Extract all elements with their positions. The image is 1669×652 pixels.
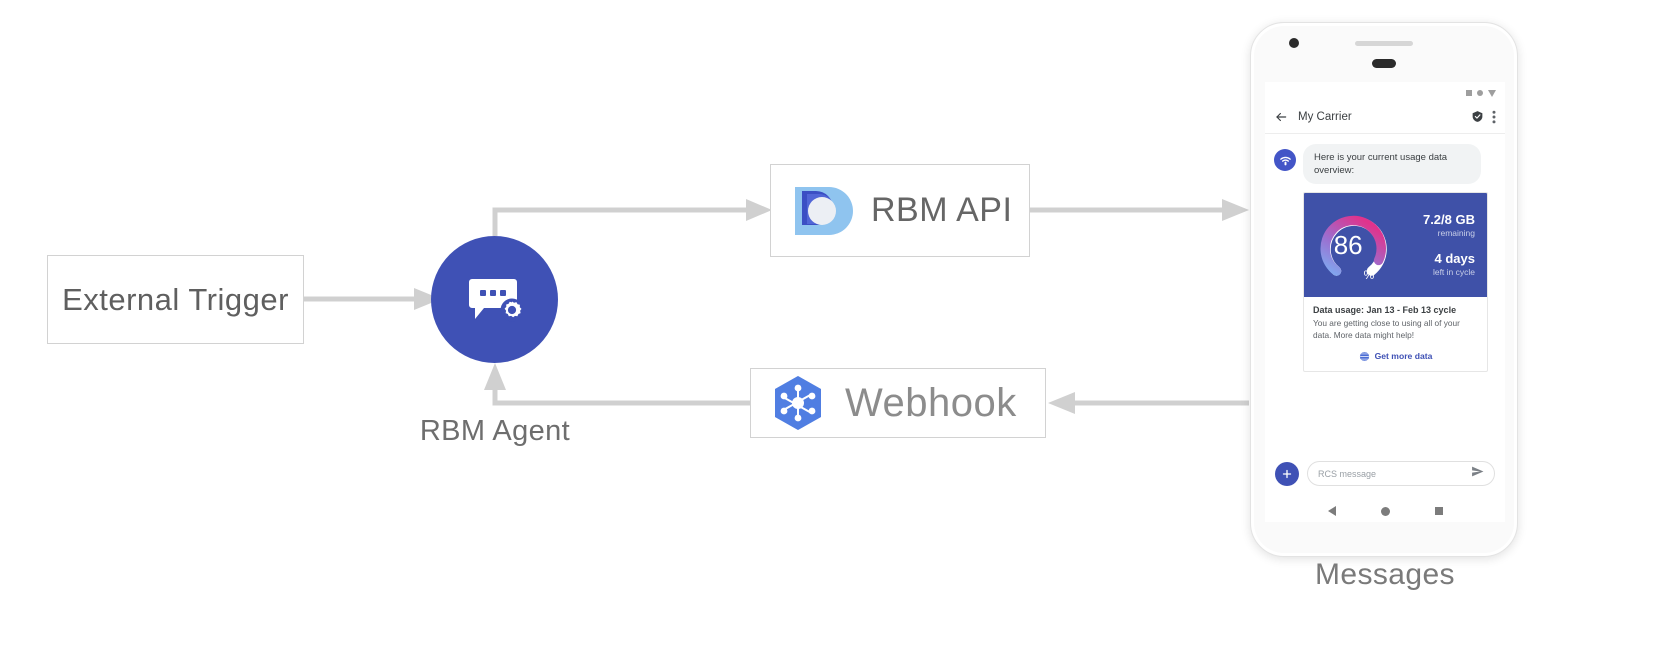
avatar: [1274, 149, 1296, 171]
incoming-message-row: Here is your current usage data overview…: [1274, 144, 1496, 185]
back-arrow-icon[interactable]: [1274, 110, 1288, 124]
square-icon: [1466, 90, 1472, 96]
days-left-label: left in cycle: [1432, 266, 1475, 277]
rich-card-title: Data usage: Jan 13 - Feb 13 cycle: [1313, 305, 1457, 316]
app-bar-title: My Carrier: [1298, 110, 1352, 123]
android-nav-bar: [1265, 506, 1505, 516]
phone-sensor: [1372, 59, 1396, 68]
rbm-api-label: RBM API: [871, 191, 1013, 229]
rbm-agent-label: RBM Agent: [419, 415, 571, 447]
external-trigger-node[interactable]: External Trigger: [47, 255, 304, 344]
webhook-label: Webhook: [845, 380, 1017, 425]
globe-icon: [1358, 351, 1370, 362]
phone-mockup: My Carrier: [1250, 22, 1518, 557]
rich-card-body: Data usage: Jan 13 - Feb 13 cycle You ar…: [1304, 297, 1487, 371]
phone-screen: My Carrier: [1265, 82, 1505, 522]
usage-panel: 86 % 7.2/8 GB remaining 4 days left in c…: [1304, 193, 1487, 298]
external-trigger-label: External Trigger: [62, 281, 289, 317]
rbm-api-node[interactable]: RBM API: [770, 164, 1030, 257]
get-more-data-button[interactable]: Get more data: [1313, 351, 1478, 362]
rich-card[interactable]: 86 % 7.2/8 GB remaining 4 days left in c…: [1303, 192, 1488, 372]
phone-camera-icon: [1289, 38, 1299, 48]
conversation-area: Here is your current usage data overview…: [1265, 134, 1505, 372]
usage-stats: 7.2/8 GB remaining 4 days left in cycle: [1400, 211, 1477, 278]
chat-gear-icon: [468, 278, 523, 321]
rcs-message-placeholder: RCS message: [1318, 468, 1377, 479]
rich-card-description: You are getting close to using all of yo…: [1313, 318, 1460, 340]
webhook-node[interactable]: Webhook: [750, 368, 1046, 438]
incoming-message-bubble: Here is your current usage data overview…: [1303, 144, 1481, 185]
message-composer: RCS message: [1265, 461, 1505, 486]
send-icon[interactable]: [1471, 465, 1484, 483]
webhook-hexagon-icon: [775, 376, 821, 430]
add-attachment-button[interactable]: [1275, 461, 1299, 486]
plus-icon: [1282, 469, 1292, 478]
phone-earpiece: [1355, 41, 1413, 46]
rcs-signal-icon: [1279, 156, 1291, 165]
get-more-data-label: Get more data: [1374, 351, 1433, 362]
nav-recents-icon[interactable]: [1434, 507, 1443, 515]
app-bar: My Carrier: [1265, 100, 1505, 134]
messages-label: Messages: [1315, 558, 1455, 591]
signal-triangle-icon: [1488, 89, 1496, 97]
circle-icon: [1477, 90, 1483, 96]
rbm-agent-node[interactable]: [431, 236, 558, 363]
data-remaining-label: remaining: [1437, 227, 1475, 238]
more-vert-icon[interactable]: [1492, 110, 1496, 124]
rcs-message-input[interactable]: RCS message: [1307, 461, 1495, 486]
gauge-percent-symbol: %: [1363, 268, 1375, 283]
nav-home-icon[interactable]: [1380, 506, 1390, 516]
gauge-percent: 86 %: [1314, 205, 1394, 285]
shield-check-icon[interactable]: [1471, 110, 1484, 123]
usage-gauge: 86 %: [1314, 205, 1394, 285]
nav-back-icon[interactable]: [1327, 506, 1336, 516]
data-remaining-value: 7.2/8 GB: [1422, 211, 1475, 227]
status-bar: [1265, 82, 1505, 100]
gauge-percent-value: 86: [1333, 230, 1363, 261]
rbm-api-logo-icon: [795, 186, 853, 235]
days-left-value: 4 days: [1434, 250, 1475, 266]
